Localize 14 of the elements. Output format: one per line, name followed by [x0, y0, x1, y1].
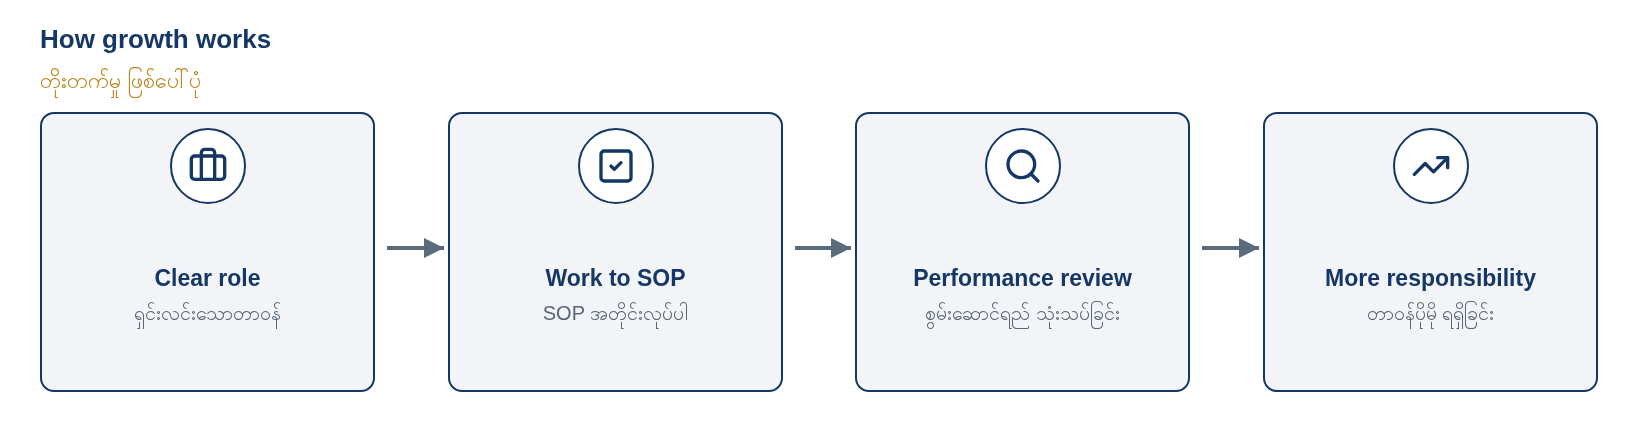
step-card — [1263, 112, 1598, 392]
step-title: Work to SOP — [544, 264, 687, 294]
title: How growth works — [40, 24, 272, 55]
step-subtitle: SOP အတိုင်းလုပ်ပါ — [492, 296, 739, 329]
step-title: More responsibility — [1324, 264, 1537, 294]
subtitle: တိုးတက်မှု ဖြစ်ပေါ်ပုံ — [40, 66, 202, 99]
step-subtitle: တာဝန်ပိုမို ရရှိခြင်း — [1316, 296, 1545, 329]
step-card — [40, 112, 375, 392]
step-subtitle: ရှင်းလင်းသောတာဝန် — [84, 296, 331, 329]
step-title: Clear role — [153, 264, 262, 294]
step-card — [855, 112, 1190, 392]
step-title: Performance review — [912, 264, 1133, 294]
step-subtitle: စွမ်းဆောင်ရည် သုံးသပ်ခြင်း — [875, 296, 1170, 329]
step-card — [448, 112, 783, 392]
